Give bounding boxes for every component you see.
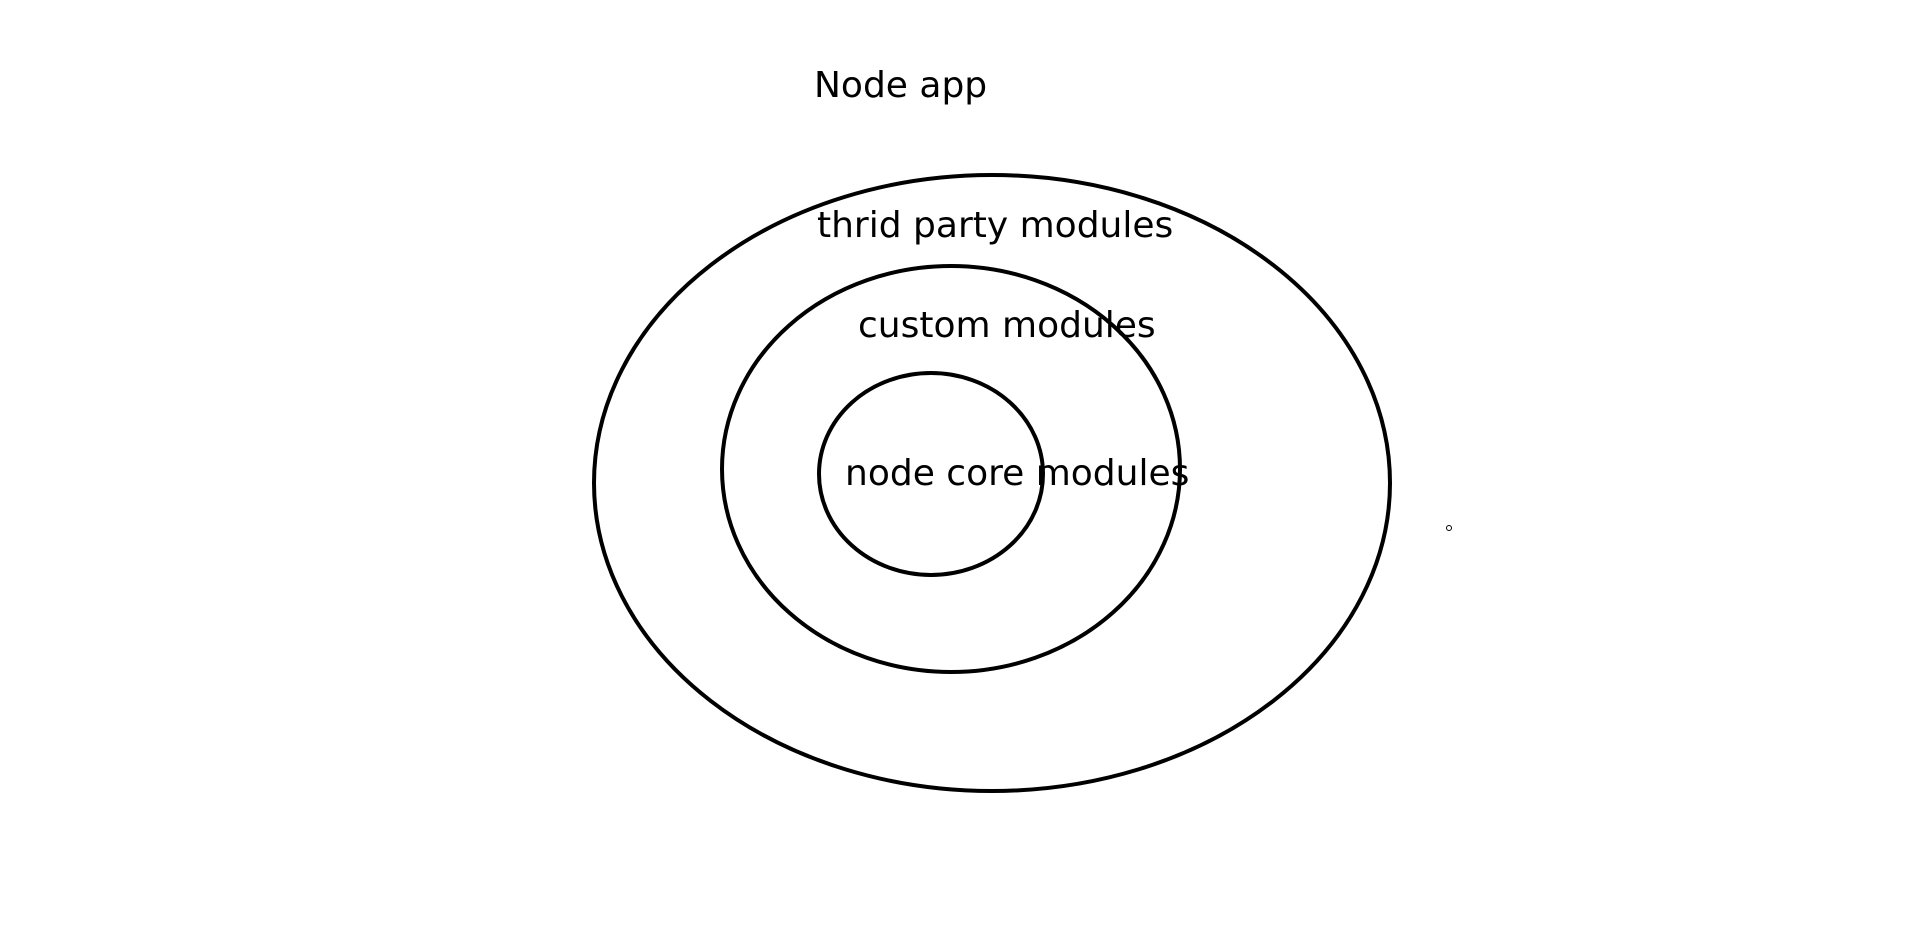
inner-ellipse-core bbox=[817, 371, 1045, 577]
third-party-modules-label: thrid party modules bbox=[817, 205, 1174, 246]
custom-modules-label: custom modules bbox=[858, 305, 1156, 346]
middle-ellipse-custom bbox=[720, 264, 1182, 674]
stray-dot bbox=[1446, 525, 1452, 531]
outer-ellipse-third-party bbox=[592, 173, 1392, 793]
diagram-title: Node app bbox=[814, 65, 988, 106]
node-core-modules-label: node core modules bbox=[845, 453, 1190, 494]
